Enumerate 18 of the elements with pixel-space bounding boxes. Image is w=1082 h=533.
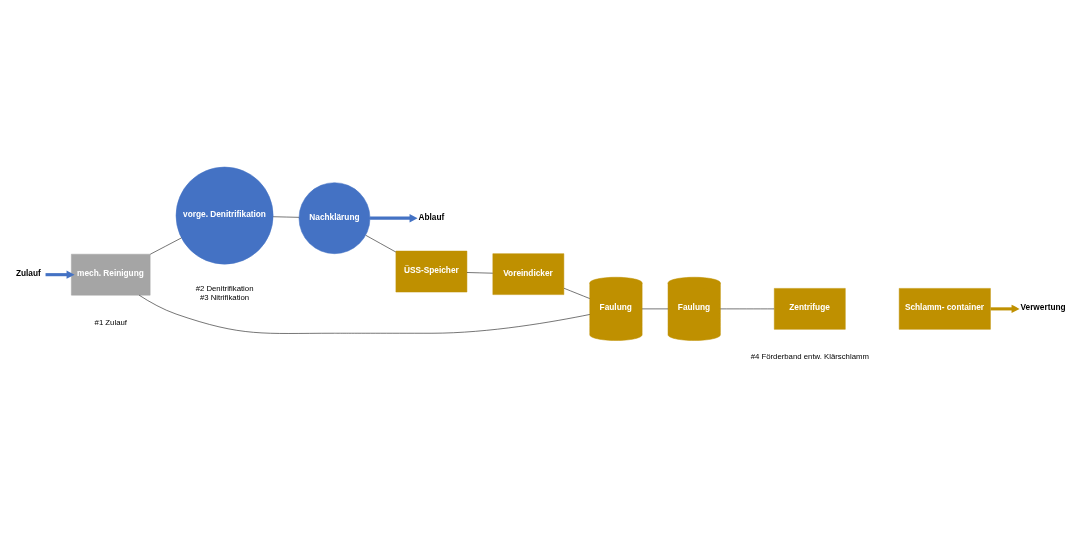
node-box: Voreindicker: [492, 252, 565, 295]
connector: [149, 237, 182, 255]
node-circle: vorge. Denitrifikation: [175, 166, 274, 264]
node-circle: Nachklärung: [298, 181, 371, 254]
connector: [138, 294, 591, 334]
node-box: Schlamm- container: [898, 287, 991, 330]
node-text: Ablauf: [418, 211, 445, 222]
connector: [365, 234, 397, 252]
arrow: [370, 213, 418, 222]
node-text: Zulauf: [15, 267, 41, 278]
arrow: [990, 304, 1020, 313]
node-text: Verwertung: [1020, 301, 1066, 312]
arrow: [45, 269, 75, 279]
node-box: Zentrifuge: [774, 287, 846, 330]
connector: [563, 287, 590, 299]
connector: [466, 271, 494, 273]
node-box: ÜSS-Speicher: [395, 250, 468, 292]
node-box: mech. Reinigung: [71, 253, 151, 295]
